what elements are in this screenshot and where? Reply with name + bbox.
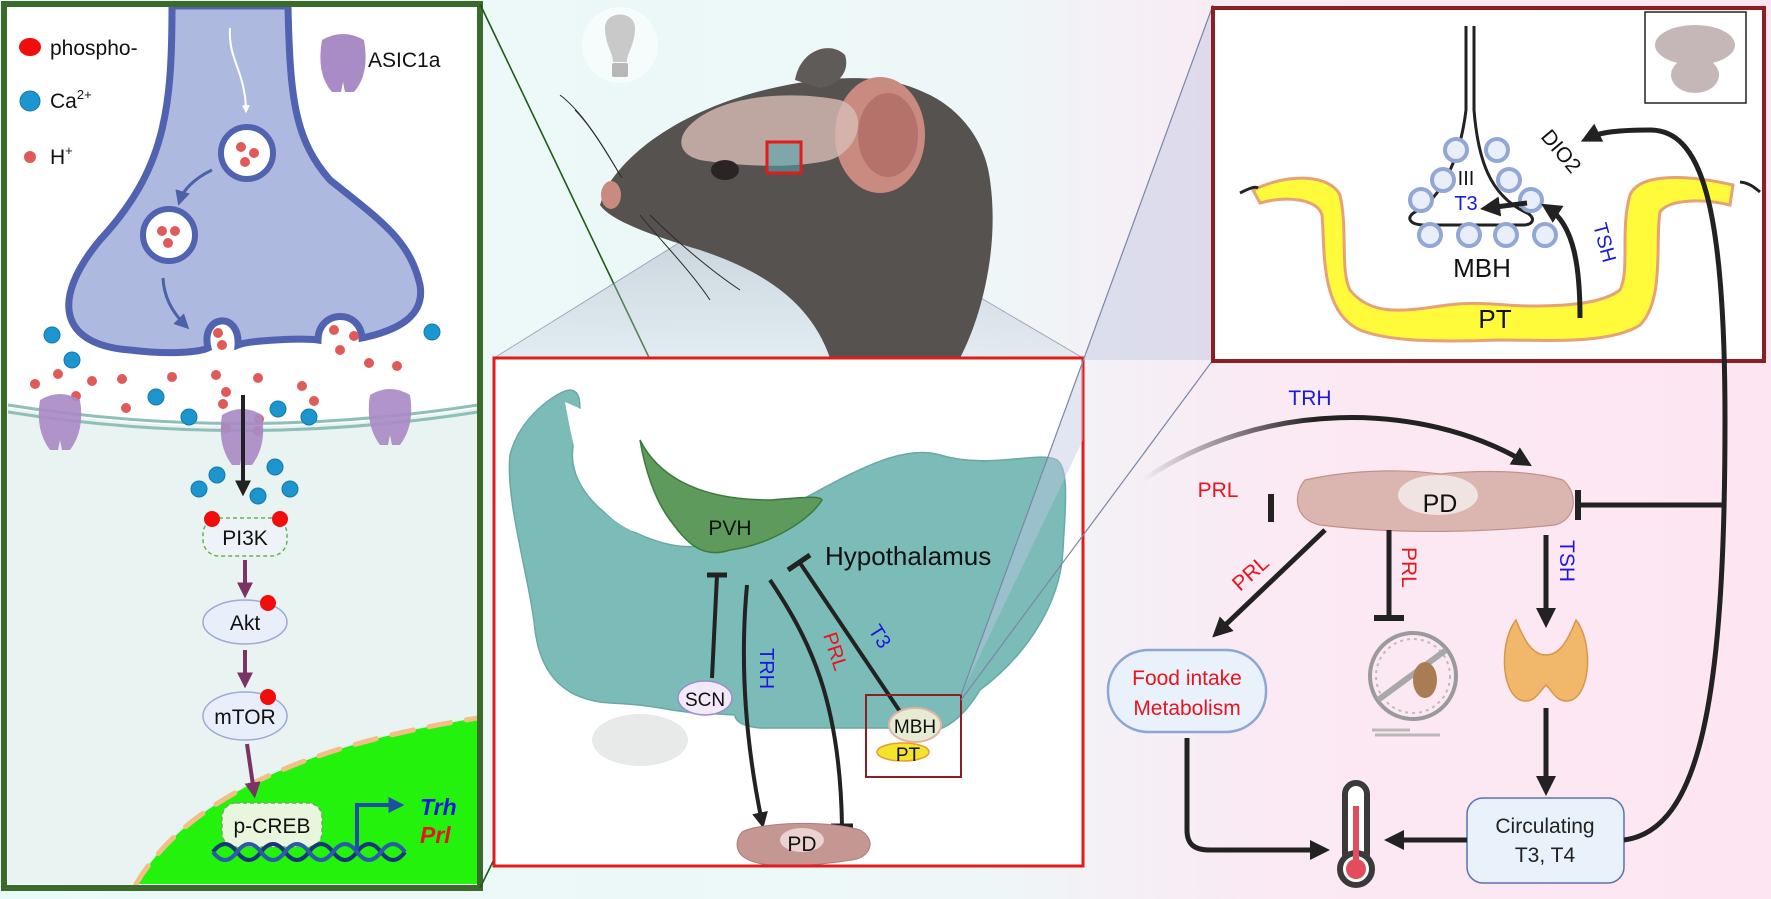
pt-label: PT (896, 745, 921, 766)
mtor-label: mTOR (214, 706, 275, 729)
mbh-inset-label: MBH (1453, 253, 1511, 283)
feedback-curve (1580, 123, 1728, 843)
trh-label: TRH (755, 648, 777, 689)
asic1a-channel (38, 394, 82, 450)
food-thermo-arrow (1184, 738, 1330, 860)
vesicle (218, 124, 276, 182)
gene-trh: Trh (420, 794, 457, 820)
phospho-legend-label: phospho- (50, 37, 138, 60)
hypothalamus-panel: PVH Hypothalamus SCN TRH PRL T3 MBH PT P… (492, 356, 1085, 868)
tanycytes (1408, 137, 1558, 248)
circulating-box (1466, 797, 1625, 884)
pvh-label: PVH (708, 517, 751, 540)
mouse-in-wheel (1413, 662, 1437, 698)
t3-inset-label: T3 (1454, 193, 1477, 215)
brain-section-icon (1655, 25, 1735, 93)
trh-arrow (741, 584, 768, 829)
phospho-dot (272, 511, 288, 527)
pt-inset-label: PT (1478, 304, 1511, 334)
phospho-dot (204, 511, 220, 527)
calcium-ions (43, 323, 441, 505)
calcium-legend-label: Ca2+ (50, 87, 92, 113)
running-wheel-icon (1368, 631, 1458, 737)
trh-axis-arrow (1141, 415, 1532, 483)
food-intake-box (1106, 648, 1268, 734)
tsh-axis-label: TSH (1555, 540, 1578, 582)
synapse-panel: PI3K Akt mTOR p-CREB Trh Prl phospho- Ca… (1, 1, 483, 891)
akt-node (202, 599, 288, 645)
mouse-head-illustration (492, 7, 1085, 359)
hypothalamus-shape (508, 389, 1067, 734)
thyroid-icon (1503, 618, 1589, 702)
mbh-pt-highlight-box (865, 694, 962, 778)
pd-axis-label: PD (1423, 490, 1458, 518)
akt-label: Akt (230, 612, 261, 635)
pvh-region (639, 439, 823, 554)
phospho-dot (260, 595, 276, 611)
gene-prl: Prl (420, 822, 451, 848)
mbh-inset-border (1211, 6, 1766, 363)
prl-inhibit-line (768, 578, 844, 827)
vesicle (140, 206, 198, 264)
prl-food-arrow (1212, 528, 1327, 638)
pcreb-node (221, 802, 323, 848)
hypothalamus-panel-border (492, 356, 1085, 868)
circulating-line1: Circulating (1495, 815, 1594, 838)
proton-legend-icon (24, 151, 36, 163)
inhibit-line (710, 574, 719, 679)
prl-axis-label: PRL (1198, 479, 1239, 502)
food-intake-line2: Metabolism (1133, 697, 1240, 720)
ventricle-label: III (1458, 168, 1475, 190)
brain-region-highlight (765, 140, 803, 175)
pt-band (1250, 175, 1735, 343)
food-intake-line1: Food intake (1132, 667, 1242, 690)
mbh-inset-panel: III T3 DIO2 MBH PT TSH (1211, 6, 1766, 363)
synapse-panel-border (1, 1, 483, 891)
proton-legend-label: H+ (50, 143, 73, 169)
pd-label: PD (787, 833, 816, 856)
curved-arrow-icon (175, 168, 213, 206)
tsh-arrow (1541, 203, 1583, 319)
asic1a-legend-label: ASIC1a (368, 49, 441, 72)
scn-region (677, 680, 733, 716)
trh-axis-label: TRH (1288, 387, 1331, 410)
phospho-dot (260, 689, 276, 705)
asic1a-channel (368, 389, 412, 445)
legend: phospho- Ca2+ H+ ASIC1a (19, 34, 441, 169)
hpt-axis-diagram: TRH PRL PD PRL PRL TSH Food intake Metab… (1106, 123, 1728, 888)
scn-label: SCN (685, 690, 725, 711)
thermometer-icon (1337, 780, 1375, 888)
mbh-label: MBH (894, 717, 936, 738)
pathway-arrow (244, 743, 261, 799)
hypothalamus-title: Hypothalamus (825, 541, 991, 571)
transcription-arrow (355, 797, 405, 850)
dna-icon (211, 842, 407, 862)
pcreb-label: p-CREB (233, 815, 310, 838)
phospho-legend-icon (19, 38, 41, 56)
pi3k-node (202, 517, 288, 557)
dio2-t3-arrow (1480, 196, 1528, 217)
white-arrow-icon (228, 27, 250, 114)
prl-wheel-label: PRL (1397, 547, 1420, 588)
mbh-region (888, 707, 942, 743)
circulating-line2: T3, T4 (1515, 844, 1576, 867)
asic1a-legend-icon (320, 34, 366, 92)
light-bulb-icon (582, 7, 658, 83)
t3-inhibit-line (798, 561, 907, 721)
curved-arrow-icon (161, 277, 190, 330)
pi3k-label: PI3K (222, 527, 268, 550)
calcium-legend-icon (19, 90, 41, 112)
